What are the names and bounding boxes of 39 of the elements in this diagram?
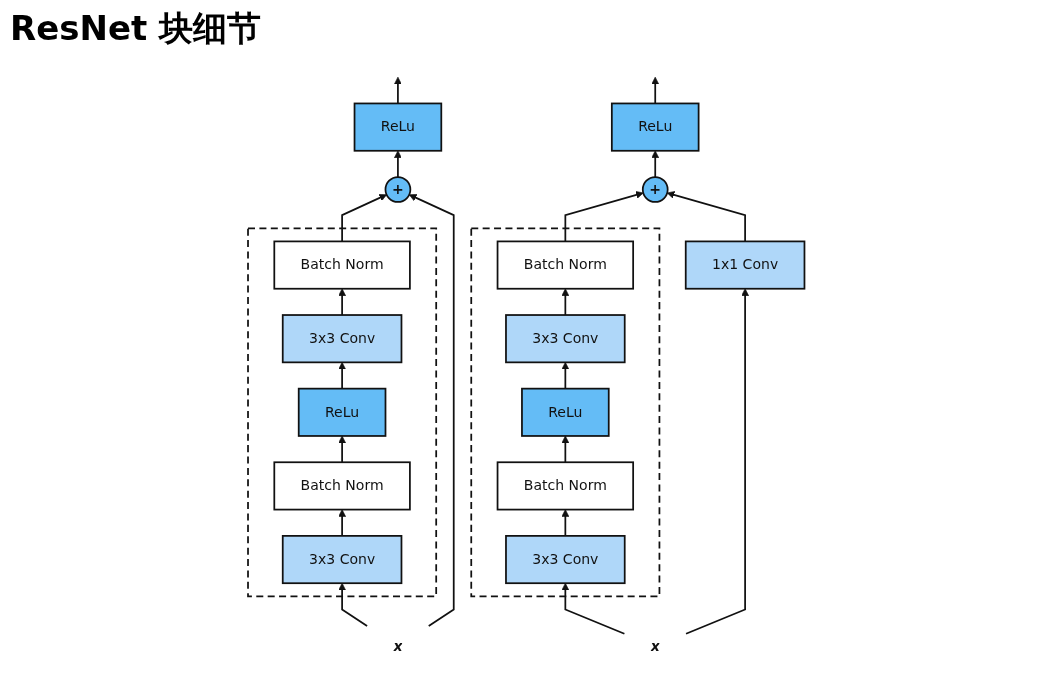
arrow xyxy=(651,76,660,105)
arrow xyxy=(667,191,747,243)
node-box: 3x3 Conv xyxy=(505,314,626,364)
arrow xyxy=(561,582,626,635)
title: ResNet 块细节 xyxy=(10,7,263,50)
node-box: Batch Norm xyxy=(496,240,635,290)
arrow xyxy=(561,509,570,537)
node-box: ReLu xyxy=(611,102,700,152)
arrow xyxy=(341,194,388,243)
node-box: ReLu xyxy=(521,387,610,437)
node-box: 3x3 Conv xyxy=(282,314,403,364)
arrow xyxy=(338,362,347,390)
arrow xyxy=(564,191,644,243)
node-text: x xyxy=(393,637,403,655)
arrow xyxy=(561,435,570,464)
node-text: x xyxy=(650,637,660,655)
arrow xyxy=(338,509,347,537)
node-box: Batch Norm xyxy=(273,461,412,511)
arrow xyxy=(651,150,660,178)
arrow xyxy=(561,288,570,316)
arrow xyxy=(685,288,750,635)
node-box: Batch Norm xyxy=(273,240,412,290)
arrow xyxy=(409,194,455,627)
arrow xyxy=(338,288,347,316)
arrow xyxy=(561,362,570,390)
cluster xyxy=(247,227,438,598)
node-box: 3x3 Conv xyxy=(282,535,403,585)
node-box: ReLu xyxy=(353,102,443,152)
node-box: 1x1 Conv xyxy=(685,240,806,290)
arrow xyxy=(338,435,347,464)
arrow xyxy=(394,76,402,105)
node-box: ReLu xyxy=(298,387,387,437)
node-box: Batch Norm xyxy=(496,461,635,511)
arrow xyxy=(338,582,369,627)
cluster xyxy=(470,227,661,598)
arrow xyxy=(394,150,402,178)
node-circle: + xyxy=(642,176,669,203)
node-circle: + xyxy=(384,176,412,203)
node-box: 3x3 Conv xyxy=(505,535,626,585)
